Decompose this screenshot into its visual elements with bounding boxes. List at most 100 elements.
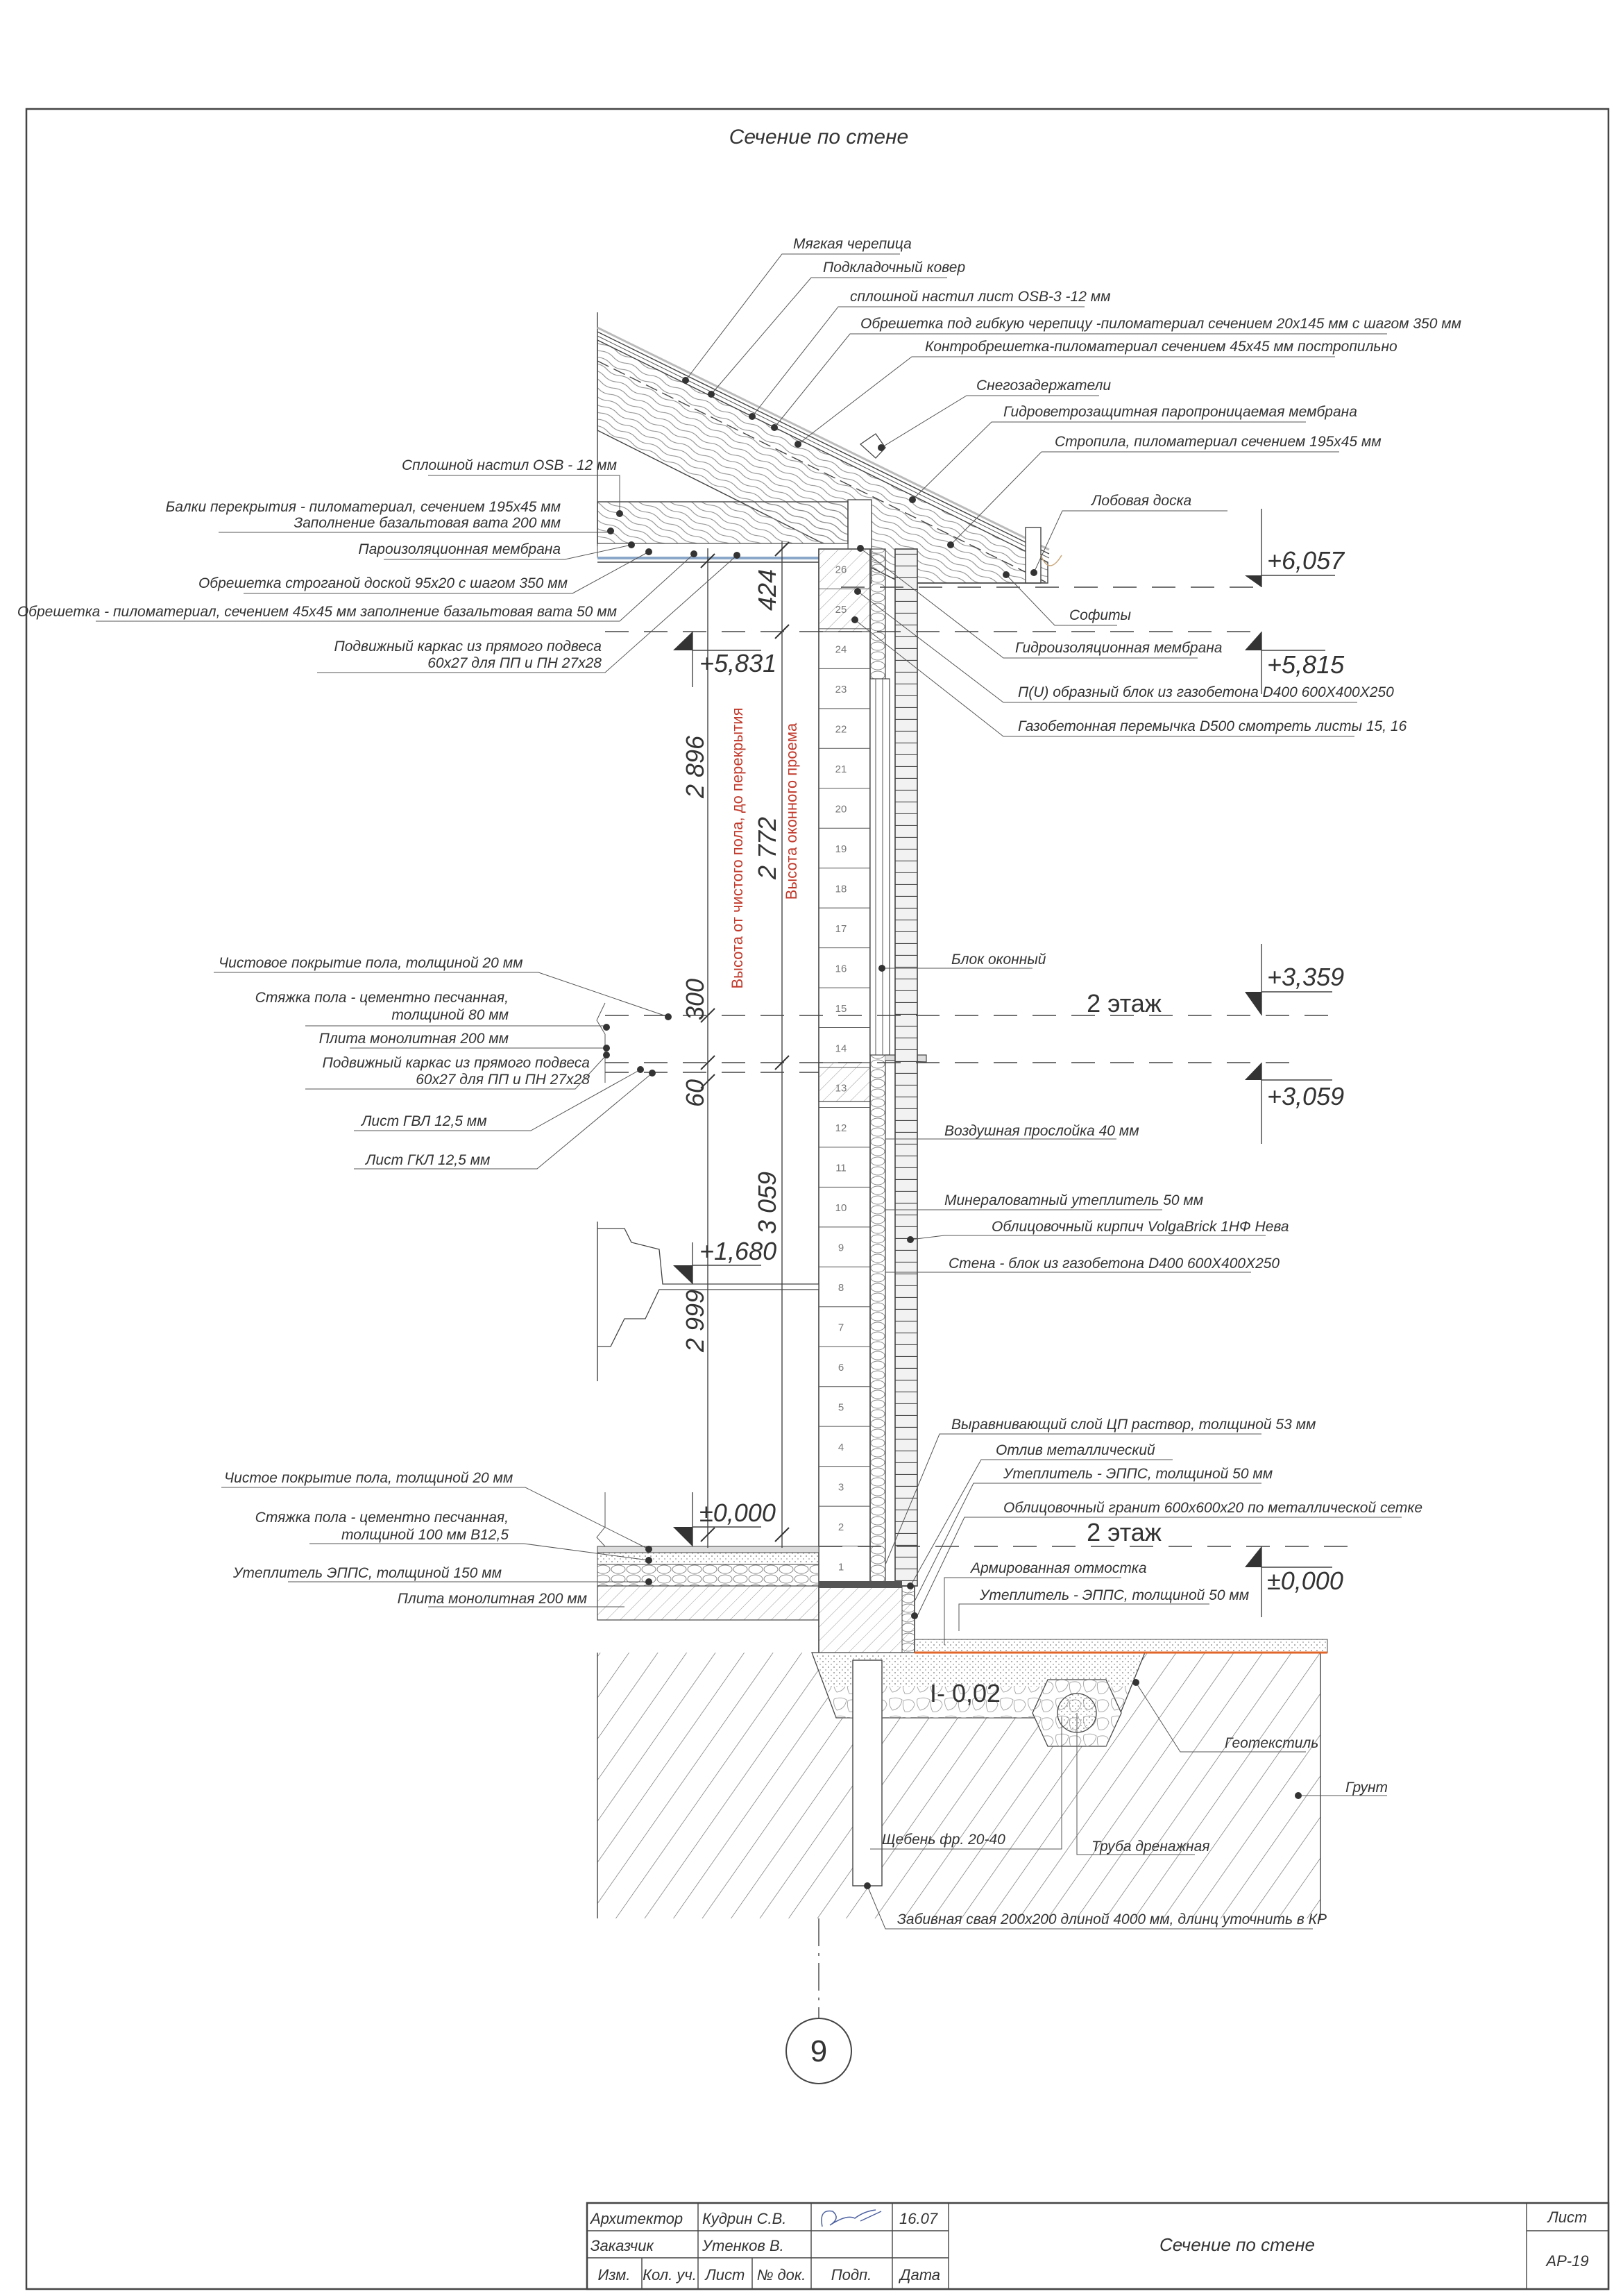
- block-number: 26: [835, 564, 847, 576]
- callouts: Мягкая черепица Подкладочный ковер сплош…: [17, 236, 1461, 1930]
- svg-text:Утеплитель - ЭППС, толщиной 50: Утеплитель - ЭППС, толщиной 50 мм: [979, 1587, 1249, 1603]
- elevation-3059: +3,059: [1267, 1082, 1344, 1111]
- block-number: 24: [835, 644, 847, 656]
- block-number: 22: [835, 724, 847, 736]
- elevation-0-right: ±0,000: [1267, 1567, 1343, 1595]
- svg-text:Подвижный каркас из прямого по: Подвижный каркас из прямого подвеса: [323, 1055, 590, 1071]
- svg-text:Воздушная прослойка 40 мм: Воздушная прослойка 40 мм: [944, 1123, 1139, 1139]
- grillage: [818, 1585, 915, 1661]
- svg-text:Контробрешетка-пиломатериал се: Контробрешетка-пиломатериал сечением 45x…: [925, 339, 1397, 355]
- svg-text:Лист: Лист: [1547, 2209, 1588, 2226]
- block-number: 23: [835, 684, 847, 695]
- block-number: 4: [838, 1442, 844, 1453]
- svg-text:Изм.: Изм.: [598, 2266, 631, 2284]
- svg-text:Обрешетка строганой доской 95x: Обрешетка строганой доской 95x20 с шагом…: [198, 575, 568, 591]
- svg-text:Лист ГВЛ 12,5 мм: Лист ГВЛ 12,5 мм: [360, 1113, 487, 1129]
- svg-text:Минераловатный утеплитель 50 м: Минераловатный утеплитель 50 мм: [944, 1192, 1203, 1208]
- block-number: 16: [835, 963, 847, 974]
- svg-text:Армированная отмостка: Армированная отмостка: [969, 1560, 1147, 1576]
- svg-text:Щебень фр. 20-40: Щебень фр. 20-40: [882, 1832, 1005, 1848]
- svg-text:Стяжка пола - цементно песчанн: Стяжка пола - цементно песчанная,: [255, 1510, 509, 1526]
- svg-text:Подкладочный ковер: Подкладочный ковер: [823, 260, 965, 276]
- svg-text:16.07: 16.07: [899, 2210, 938, 2227]
- svg-text:Утеплитель ЭППС, толщиной 150: Утеплитель ЭППС, толщиной 150 мм: [232, 1565, 502, 1581]
- svg-text:Снегозадержатели: Снегозадержатели: [976, 378, 1111, 394]
- drawing-title: Сечение по стене: [729, 126, 909, 149]
- svg-text:Грунт: Грунт: [1345, 1780, 1388, 1796]
- elevation-marks: +6,057 +5,815 +5,831 +3,359 2 этаж +3,05…: [605, 509, 1350, 1617]
- svg-text:60x27 для ПП и ПН 27x28: 60x27 для ПП и ПН 27x28: [427, 655, 602, 671]
- svg-text:Высота оконного проема: Высота оконного проема: [783, 723, 800, 900]
- svg-text:2 772: 2 772: [753, 817, 781, 880]
- block-number: 19: [835, 843, 847, 855]
- svg-text:Заполнение базальтовая вата 20: Заполнение базальтовая вата 200 мм: [294, 515, 561, 531]
- axis-label: 9: [810, 2034, 827, 2068]
- svg-text:толщиной 100 мм B12,5: толщиной 100 мм B12,5: [341, 1527, 509, 1543]
- elevation-3359: +3,359: [1267, 963, 1344, 991]
- svg-text:Блок оконный: Блок оконный: [951, 952, 1046, 968]
- svg-text:Труба дренажная: Труба дренажная: [1091, 1839, 1210, 1855]
- svg-text:АР-19: АР-19: [1545, 2252, 1588, 2270]
- wall-assembly: 1234567891011121314151617181920212223242…: [818, 548, 927, 1587]
- facing-brick: [894, 548, 918, 1587]
- svg-text:Лист: Лист: [704, 2266, 745, 2284]
- block-number: 14: [835, 1043, 847, 1054]
- block-number: 2: [838, 1521, 844, 1533]
- block-number: 20: [835, 804, 847, 816]
- ground-assembly: [597, 1639, 1328, 1918]
- svg-text:Стяжка пола - цементно песчанн: Стяжка пола - цементно песчанная,: [255, 990, 509, 1006]
- block-number: 10: [835, 1202, 847, 1214]
- block-number: 15: [835, 1003, 847, 1015]
- elevation-5815: +5,815: [1267, 650, 1345, 679]
- svg-text:Обрешетка - пиломатериал, сече: Обрешетка - пиломатериал, сечением 45x45…: [17, 604, 617, 620]
- svg-text:П(U) образный блок из газобето: П(U) образный блок из газобетона D400 60…: [1018, 684, 1394, 700]
- svg-text:Утеплитель - ЭППС, толщиной 50: Утеплитель - ЭППС, толщиной 50 мм: [1003, 1466, 1273, 1482]
- slope-label: I- 0,02: [930, 1679, 1001, 1707]
- svg-text:3 059: 3 059: [753, 1172, 781, 1234]
- block-number: 17: [835, 923, 847, 935]
- block-number: 5: [838, 1401, 844, 1413]
- svg-text:Плита монолитная 200 мм: Плита монолитная 200 мм: [319, 1031, 509, 1047]
- svg-text:Обрешетка под гибкую черепицу: Обрешетка под гибкую черепицу -пиломатер…: [860, 316, 1461, 332]
- block-number: 1: [838, 1561, 844, 1573]
- block-number: 18: [835, 883, 847, 895]
- svg-text:60: 60: [681, 1079, 709, 1107]
- dimension-tick: [700, 553, 715, 568]
- svg-text:сплошной настил лист OSB-3 -1: сплошной настил лист OSB-3 -12 мм: [850, 289, 1111, 305]
- svg-text:Выравнивающий слой ЦП раствор,: Выравнивающий слой ЦП раствор, толщиной …: [951, 1417, 1316, 1433]
- svg-text:Облицовочный кирпич VolgaBrick: Облицовочный кирпич VolgaBrick 1НФ Нева: [992, 1219, 1289, 1235]
- svg-text:Лобовая доска: Лобовая доска: [1090, 493, 1191, 509]
- block-number: 3: [838, 1481, 844, 1493]
- block-number: 21: [835, 763, 847, 775]
- dimension-tick: [700, 1055, 715, 1070]
- svg-text:Балки перекрытия - пиломатериа: Балки перекрытия - пиломатериал, сечение…: [166, 499, 561, 515]
- floor-label-lower: 2 этаж: [1087, 1518, 1162, 1546]
- svg-text:Пароизоляционная мембрана: Пароизоляционная мембрана: [358, 541, 561, 557]
- svg-text:Высота от чистого пола, до пер: Высота от чистого пола, до перекрытия: [729, 707, 746, 988]
- block-number: 8: [838, 1282, 844, 1294]
- svg-text:2 999: 2 999: [681, 1290, 709, 1353]
- block-number: 9: [838, 1242, 844, 1254]
- svg-text:№ док.: № док.: [757, 2266, 806, 2284]
- gutter: [1040, 555, 1062, 566]
- svg-text:Стена - блок из газобетона D40: Стена - блок из газобетона D400 600X400X…: [949, 1256, 1280, 1272]
- floor2-assembly: [596, 1002, 1343, 1083]
- dimension-tick: [774, 541, 790, 557]
- signature: [821, 2209, 882, 2227]
- svg-text:Сплошной настил OSB - 12 мм: Сплошной настил OSB - 12 мм: [402, 457, 617, 473]
- block-number: 11: [835, 1163, 847, 1174]
- svg-text:Чистовое покрытие пола, толщин: Чистовое покрытие пола, толщиной 20 мм: [219, 955, 523, 971]
- svg-text:Софиты: Софиты: [1069, 607, 1132, 623]
- window-block: [869, 678, 890, 1056]
- dimension-tick: [700, 1074, 715, 1089]
- svg-text:Мягкая черепица: Мягкая черепица: [793, 236, 912, 252]
- dimension-tick: [774, 1055, 790, 1070]
- svg-text:300: 300: [681, 979, 709, 1020]
- svg-text:Сечение по стене: Сечение по стене: [1159, 2234, 1315, 2255]
- svg-text:Плита монолитная 200 мм: Плита монолитная 200 мм: [398, 1591, 587, 1607]
- title-block: Архитектор Кудрин С.В. 16.07 Заказчик Ут…: [586, 2202, 1610, 2290]
- svg-text:Дата: Дата: [898, 2266, 940, 2284]
- svg-text:Геотекстиль: Геотекстиль: [1225, 1735, 1318, 1751]
- block-number: 12: [835, 1122, 847, 1134]
